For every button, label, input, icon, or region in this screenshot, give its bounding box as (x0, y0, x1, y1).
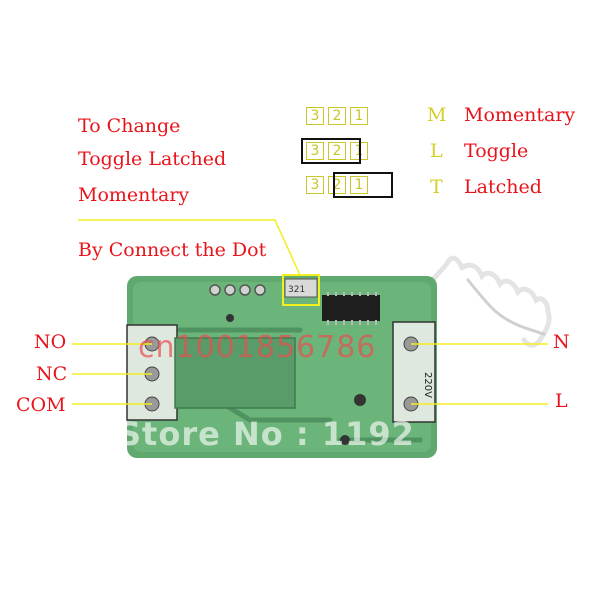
jumper-highlight-box (282, 274, 320, 306)
component-dot (340, 435, 350, 445)
jumper-pin: 1 (350, 107, 368, 125)
instruction-line-3: Momentary (78, 184, 190, 206)
jumper-row-momentary: 3 2 1 (306, 107, 368, 125)
terminal-label-n: N (553, 331, 570, 353)
legend-letter-t: T (430, 176, 443, 198)
watermark-code: cn1001856786 (138, 330, 377, 365)
component-dot (226, 314, 234, 322)
jumper-pin: 1 (350, 176, 368, 194)
antenna-coil-icon (424, 255, 552, 348)
ic-pins (327, 292, 377, 325)
legend-label-momentary: Momentary (464, 104, 576, 126)
legend-label-latched: Latched (464, 176, 542, 198)
board-jumper-marks: 321 (288, 285, 305, 295)
component-dot (354, 394, 366, 406)
instruction-line-2: Toggle Latched (78, 148, 227, 170)
watermark-store: Store No : 1192 (118, 415, 415, 453)
jumper-pin: 2 (328, 107, 346, 125)
jumper-row-toggle: 3 2 1 (306, 142, 368, 160)
jumper-pin: 2 (328, 176, 346, 194)
legend-letter-l: L (430, 140, 443, 162)
legend-letter-m: M (427, 104, 447, 126)
leader-lines (72, 219, 548, 405)
voltage-marking: 220V (422, 372, 433, 398)
jumper-bridge-toggle (301, 138, 361, 164)
jumper-pin: 3 (306, 107, 324, 125)
board-jumper-pads (284, 278, 318, 298)
terminal-label-com: COM (16, 394, 66, 416)
jumper-pin: 3 (306, 142, 324, 160)
jumper-row-latched: 3 2 1 (306, 176, 368, 194)
instruction-line-1: To Change (78, 115, 181, 137)
terminal-label-no: NO (34, 331, 67, 353)
ic-chip (322, 295, 380, 321)
legend-label-toggle: Toggle (464, 140, 529, 162)
terminal-label-nc: NC (36, 363, 68, 385)
header-pads (209, 284, 266, 296)
terminal-label-l: L (555, 390, 568, 412)
relay-footprint (174, 337, 296, 409)
jumper-pin: 2 (328, 142, 346, 160)
connect-instruction: By Connect the Dot (78, 239, 267, 261)
jumper-bridge-latched (333, 172, 393, 198)
jumper-pin: 3 (306, 176, 324, 194)
